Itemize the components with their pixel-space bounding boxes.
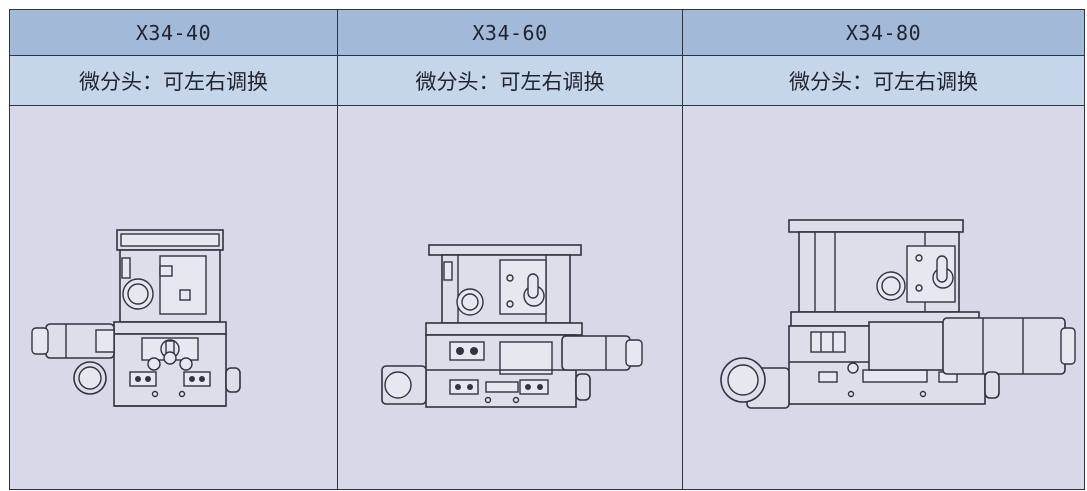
spec-table: X34-40 X34-60 X34-80 微分头：可左右调换 微分头：可左右调换…: [9, 9, 1085, 490]
note-row: 微分头：可左右调换 微分头：可左右调换 微分头：可左右调换: [9, 55, 1085, 106]
drawing-cell-x34-60: [337, 105, 683, 490]
model-cell-x34-80: X34-80: [682, 9, 1085, 56]
model-row: X34-40 X34-60 X34-80: [9, 9, 1085, 56]
x34-40-stage-drawing: [31, 229, 241, 407]
drawing-cell-x34-80: [682, 105, 1085, 490]
drawing-row: [9, 105, 1085, 490]
model-cell-x34-40: X34-40: [9, 9, 338, 56]
x34-80-stage-drawing: [720, 219, 1076, 409]
note-cell-x34-40: 微分头：可左右调换: [9, 55, 338, 106]
note-cell-x34-60: 微分头：可左右调换: [337, 55, 683, 106]
note-cell-x34-80: 微分头：可左右调换: [682, 55, 1085, 106]
x34-60-stage-drawing: [381, 244, 643, 408]
drawing-cell-x34-40: [9, 105, 338, 490]
model-cell-x34-60: X34-60: [337, 9, 683, 56]
